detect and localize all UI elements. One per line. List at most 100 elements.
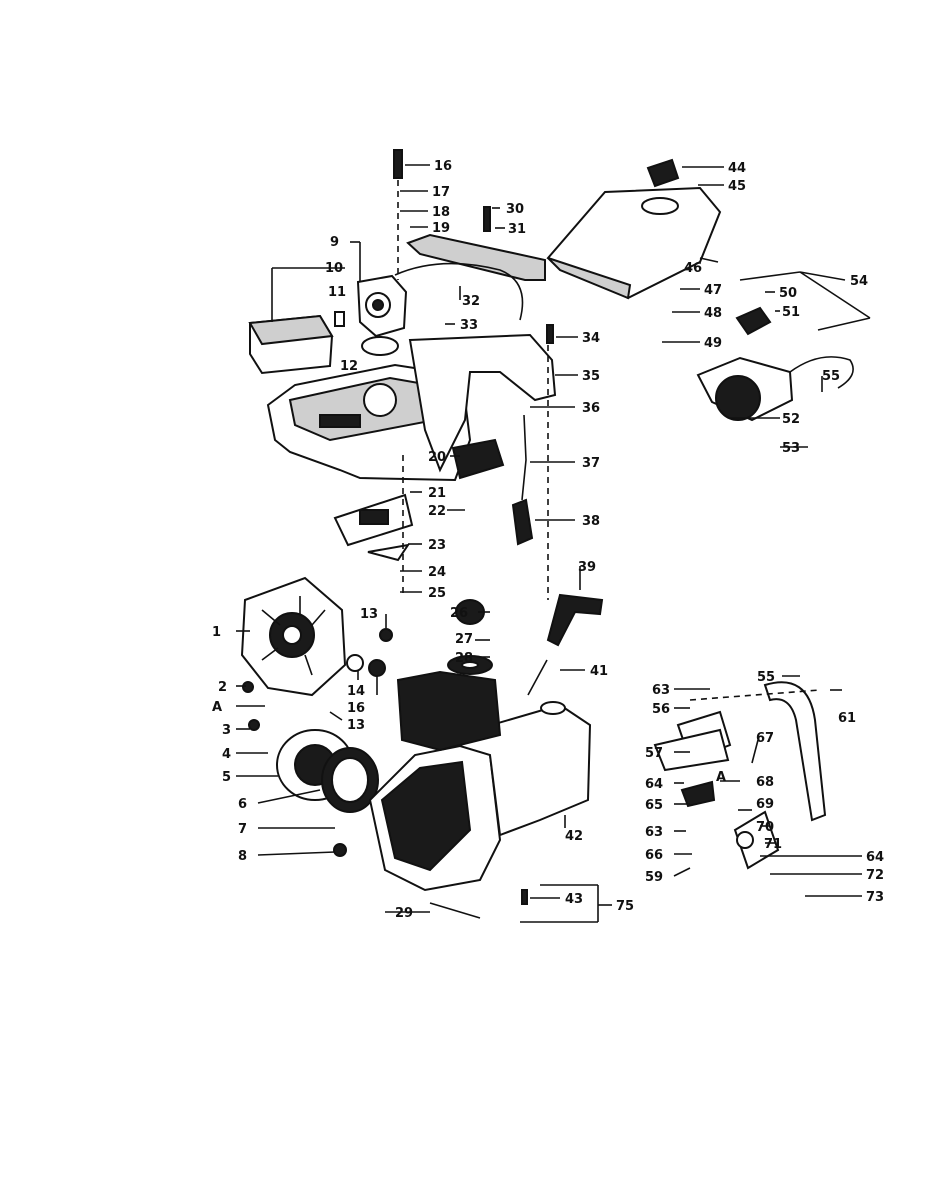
callout-13-bottom: 13 (347, 718, 365, 733)
callout-41: 41 (590, 664, 608, 679)
callout-5: 5 (222, 770, 231, 785)
callout-54: 54 (850, 274, 868, 289)
washer-14 (346, 654, 364, 672)
flywheel (240, 576, 347, 697)
callout-63-lower: 63 (645, 825, 663, 840)
screw-16 (393, 149, 403, 179)
callout-16-bottom: 16 (347, 701, 365, 716)
pin-41 (527, 659, 548, 696)
callout-74: 75 (616, 899, 634, 914)
nut-15 (368, 659, 386, 677)
callout-38: 38 (582, 514, 600, 529)
callout-12: 12 (340, 359, 358, 374)
callout-62: 61 (838, 711, 856, 726)
callout-16-top: 16 (434, 159, 452, 174)
callout-22: 22 (428, 504, 446, 519)
screw-8 (333, 843, 347, 857)
callout-65: 65 (645, 798, 663, 813)
callout-27: 27 (455, 632, 473, 647)
callout-64-left: 64 (645, 777, 663, 792)
callout-33: 33 (460, 318, 478, 333)
callout-26: 26 (450, 606, 468, 621)
callout-31: 31 (508, 222, 526, 237)
marker-a-left: A (716, 770, 726, 785)
screw-2 (242, 681, 254, 693)
recoil-spring (321, 747, 379, 813)
callout-37: 37 (582, 456, 600, 471)
callout-21: 21 (428, 486, 446, 501)
callout-69: 69 (756, 797, 774, 812)
throttle-cable (394, 262, 524, 321)
callout-39: 39 (578, 560, 596, 575)
grip (451, 438, 505, 480)
callout-70: 70 (756, 820, 774, 835)
callout-56: 55 (757, 670, 775, 685)
callout-64-right: 64 (866, 850, 884, 865)
handle-strip (406, 233, 546, 281)
callout-28: 28 (455, 651, 473, 666)
callout-53: 53 (782, 441, 800, 456)
spark-plug-boot (735, 306, 772, 336)
callout-32: 32 (462, 294, 480, 309)
callout-25: 25 (428, 586, 446, 601)
callout-58: 57 (645, 746, 663, 761)
callout-10: 10 (325, 261, 343, 276)
callout-3: 3 (222, 723, 231, 738)
screw-3 (248, 719, 260, 731)
callout-19: 19 (432, 221, 450, 236)
callout-75: A (212, 700, 222, 715)
starter-handle (546, 593, 604, 647)
callout-14: 14 (347, 684, 365, 699)
callout-51: 51 (782, 305, 800, 320)
engine-cover (408, 333, 557, 473)
callout-36: 36 (582, 401, 600, 416)
callout-11: 11 (328, 285, 346, 300)
callout-55: 55 (822, 369, 840, 384)
callout-60: 59 (645, 870, 663, 885)
callout-2: 2 (218, 680, 227, 695)
callout-13-top: 13 (360, 607, 378, 622)
assembly-axes (397, 180, 821, 701)
callout-67: 67 (756, 731, 774, 746)
callout-72: 72 (866, 868, 884, 883)
screw-43 (521, 889, 528, 905)
leader-lines (236, 164, 871, 923)
fuel-filter (511, 498, 534, 546)
callout-20: 20 (428, 450, 446, 465)
callout-34: 34 (582, 331, 600, 346)
callout-49: 49 (704, 336, 722, 351)
callout-46: 46 (684, 261, 702, 276)
callout-6: 6 (238, 797, 247, 812)
callout-4: 4 (222, 747, 231, 762)
callout-labels: 16 17 18 19 9 10 11 12 30 31 32 33 34 35… (212, 159, 884, 921)
handle-bar (763, 681, 827, 822)
fuel-line (521, 414, 527, 501)
callout-48: 48 (704, 306, 722, 321)
callout-29: 29 (395, 906, 413, 921)
callout-57: 56 (652, 702, 670, 717)
gasket-12 (361, 336, 399, 356)
callout-73: 73 (866, 890, 884, 905)
callout-43: 43 (565, 892, 583, 907)
callout-52: 52 (782, 412, 800, 427)
pin-29 (429, 902, 481, 919)
washer-27 (447, 655, 493, 675)
callout-24: 24 (428, 565, 446, 580)
tank-neck (540, 701, 566, 715)
callout-35: 35 (582, 369, 600, 384)
bracket (653, 710, 732, 808)
callout-45: 45 (728, 179, 746, 194)
callout-50: 50 (779, 286, 797, 301)
plate (333, 493, 414, 547)
fuel-cap (646, 158, 680, 188)
fuel-tank-cover (546, 186, 722, 300)
callout-8: 8 (238, 849, 247, 864)
ignition-module (696, 356, 854, 422)
callout-63: 63 (652, 683, 670, 698)
callout-7: 7 (238, 822, 247, 837)
callout-47: 47 (704, 283, 722, 298)
air-filter-element (248, 314, 334, 375)
callout-30: 30 (506, 202, 524, 217)
callout-68: 68 (756, 775, 774, 790)
